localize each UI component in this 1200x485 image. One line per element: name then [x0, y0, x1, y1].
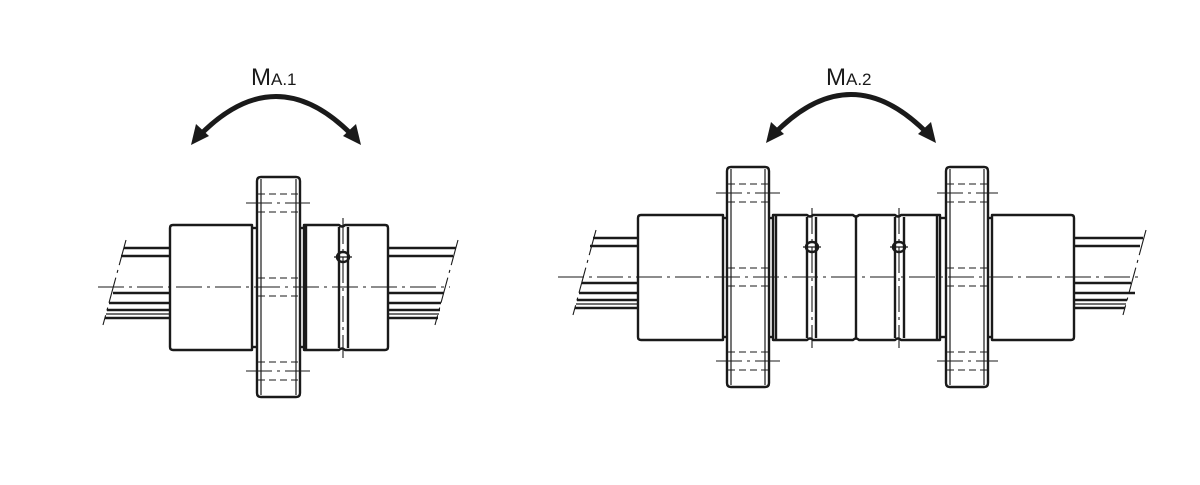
figure-double-nut	[558, 92, 1147, 389]
figure-single-nut	[98, 94, 459, 399]
moment-arrow-icon	[191, 94, 361, 145]
moment-label-ma2: MA.2	[826, 64, 872, 91]
nut-body-left	[168, 223, 254, 352]
nut-body-right	[300, 218, 390, 358]
shaft-left	[572, 229, 638, 316]
shaft-right	[1074, 229, 1147, 316]
moment-arrow-icon	[766, 92, 936, 143]
moment-label-ma1: MA.1	[251, 64, 297, 91]
nut-center	[769, 208, 946, 348]
shaft-right	[388, 239, 459, 326]
nut-body-left	[636, 213, 725, 342]
shaft-left	[102, 239, 170, 326]
nut-body-right	[988, 213, 1076, 342]
flange-right	[937, 165, 998, 389]
